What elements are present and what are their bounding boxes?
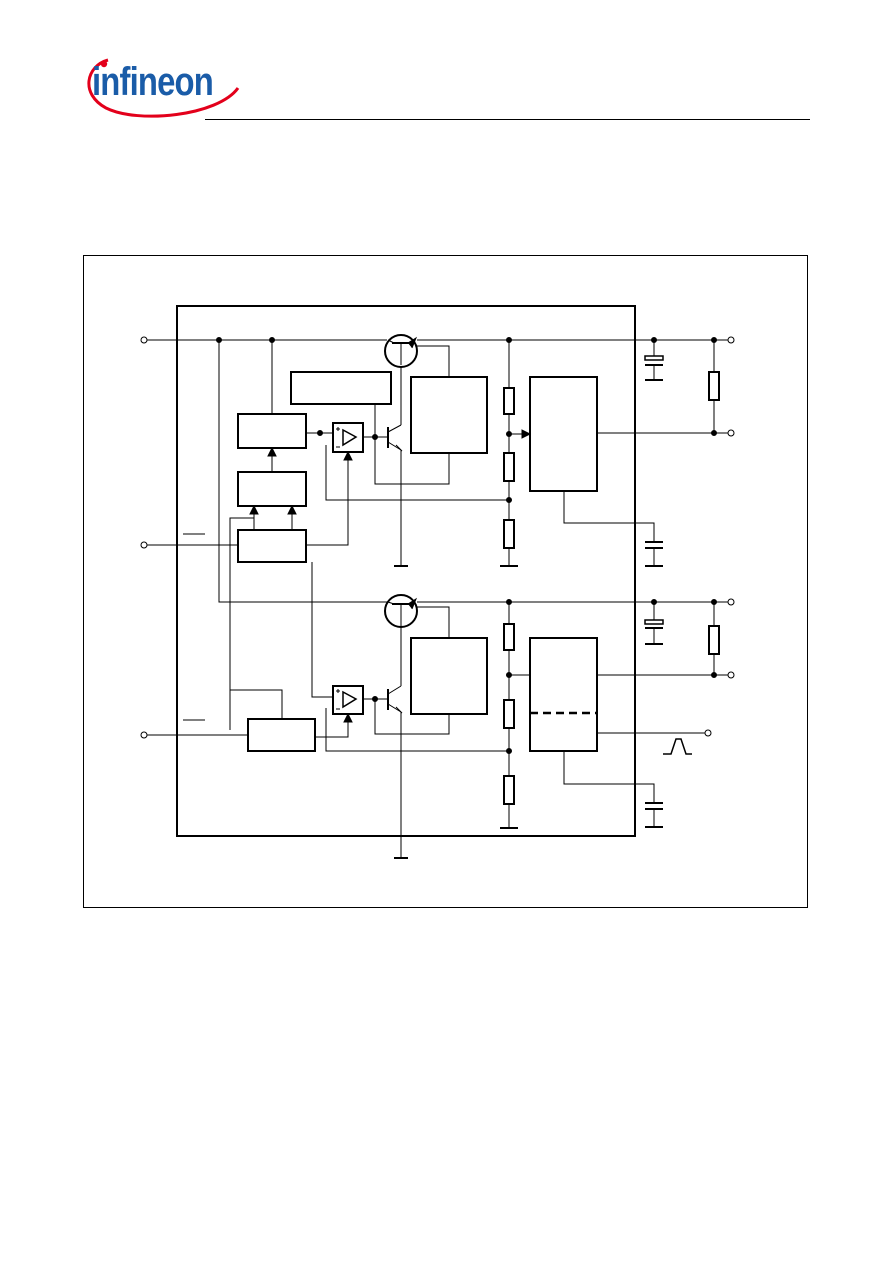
divider-resistor-2c bbox=[503, 775, 515, 805]
header-rule bbox=[205, 119, 810, 120]
pass-transistor-1 bbox=[384, 334, 418, 368]
ic-outline bbox=[176, 305, 636, 837]
driver-transistor-2 bbox=[387, 685, 403, 714]
logo-swoosh bbox=[87, 58, 240, 118]
reset-block-1 bbox=[529, 376, 598, 492]
terminal-out-1 bbox=[727, 336, 735, 344]
error-amplifier-1 bbox=[332, 422, 364, 453]
logo-wordmark: infineon bbox=[92, 60, 214, 104]
output-capacitor-1 bbox=[644, 340, 664, 381]
terminal-out-2 bbox=[727, 598, 735, 606]
channel-1 bbox=[140, 334, 735, 730]
pulse-symbol bbox=[663, 738, 692, 755]
divider-resistor-1c bbox=[503, 519, 515, 549]
protection-block-2 bbox=[410, 637, 488, 715]
enable-block-1 bbox=[237, 529, 307, 563]
reference-block-1 bbox=[290, 371, 392, 405]
protection-block-1 bbox=[410, 376, 488, 454]
pass-transistor-2 bbox=[384, 594, 418, 628]
delay-capacitor-2 bbox=[645, 802, 663, 828]
terminal-reset-1 bbox=[727, 429, 735, 437]
logic-block-1 bbox=[237, 471, 307, 507]
divider-resistor-1a bbox=[503, 387, 515, 415]
reset-block-2 bbox=[529, 637, 598, 752]
pullup-resistor-2 bbox=[708, 625, 720, 655]
logo-dot bbox=[100, 60, 108, 68]
pullup-resistor-1 bbox=[708, 371, 720, 401]
terminal-enable-1 bbox=[140, 541, 148, 549]
channel-2 bbox=[140, 340, 735, 859]
error-amplifier-2 bbox=[332, 685, 364, 715]
infineon-logo bbox=[87, 58, 240, 118]
enable-block-2 bbox=[247, 718, 316, 752]
delay-capacitor-1 bbox=[645, 541, 663, 567]
output-capacitor-2 bbox=[644, 602, 664, 645]
terminal-enable-2 bbox=[140, 731, 148, 739]
divider-resistor-2b bbox=[503, 699, 515, 729]
control-block-1 bbox=[237, 413, 307, 449]
driver-transistor-1 bbox=[387, 424, 403, 452]
terminal-reset-2 bbox=[727, 671, 735, 679]
terminal-supply-in bbox=[140, 336, 148, 344]
figure-frame bbox=[83, 255, 808, 908]
divider-resistor-2a bbox=[503, 623, 515, 651]
divider-resistor-1b bbox=[503, 452, 515, 482]
terminal-watchdog bbox=[704, 729, 712, 737]
